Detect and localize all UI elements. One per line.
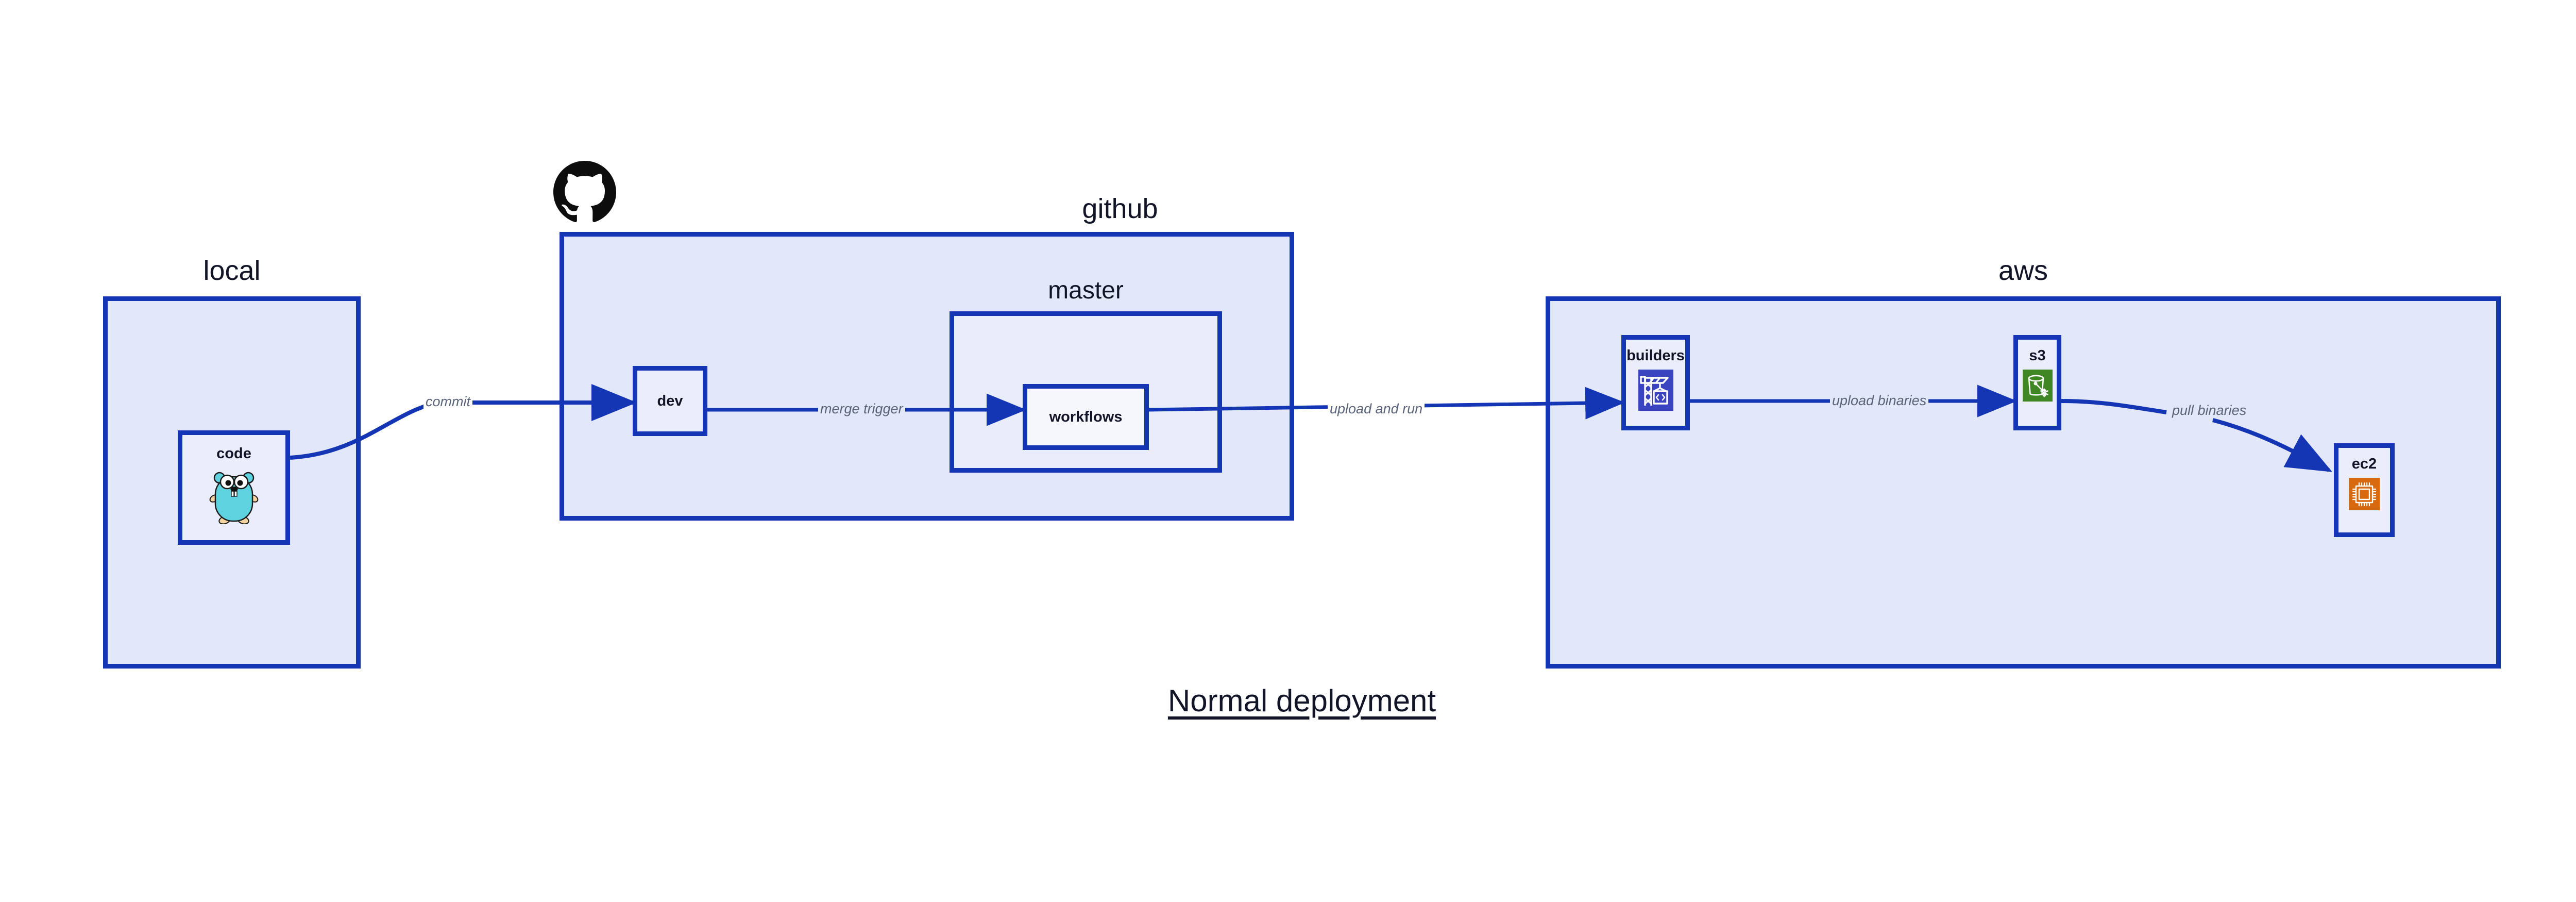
group-label-aws: aws	[1998, 255, 2048, 286]
node-workflows-label: workflows	[1049, 408, 1123, 425]
edge-label-merge-trigger: merge trigger	[818, 402, 905, 416]
node-code[interactable]: code	[178, 430, 290, 545]
group-label-github: github	[1082, 193, 1158, 224]
group-label-master: master	[1048, 277, 1124, 304]
go-gopher-icon	[209, 469, 259, 527]
edge-label-upload-binaries: upload binaries	[1830, 394, 1929, 408]
node-dev-label: dev	[657, 392, 683, 409]
edge-label-upload-and-run: upload and run	[1328, 402, 1425, 416]
aws-s3-glacier-bucket-icon	[2022, 370, 2053, 404]
node-workflows[interactable]: workflows	[1023, 384, 1149, 450]
edge-label-commit: commit	[423, 395, 472, 409]
edge-label-pull-binaries: pull binaries	[2170, 404, 2249, 417]
node-s3-label: s3	[2029, 347, 2046, 364]
node-ec2[interactable]: ec2	[2334, 443, 2395, 537]
group-label-local: local	[203, 255, 261, 286]
aws-codebuild-icon	[1638, 370, 1673, 413]
github-octocat-logo	[553, 161, 616, 224]
node-s3[interactable]: s3	[2013, 335, 2061, 430]
node-dev[interactable]: dev	[633, 366, 707, 436]
diagram-title: Normal deployment	[1167, 683, 1436, 718]
node-ec2-label: ec2	[2351, 456, 2377, 472]
node-builders[interactable]: builders	[1621, 335, 1690, 430]
node-builders-label: builders	[1626, 347, 1685, 364]
node-code-label: code	[216, 445, 251, 462]
aws-ec2-chip-icon	[2349, 478, 2380, 513]
